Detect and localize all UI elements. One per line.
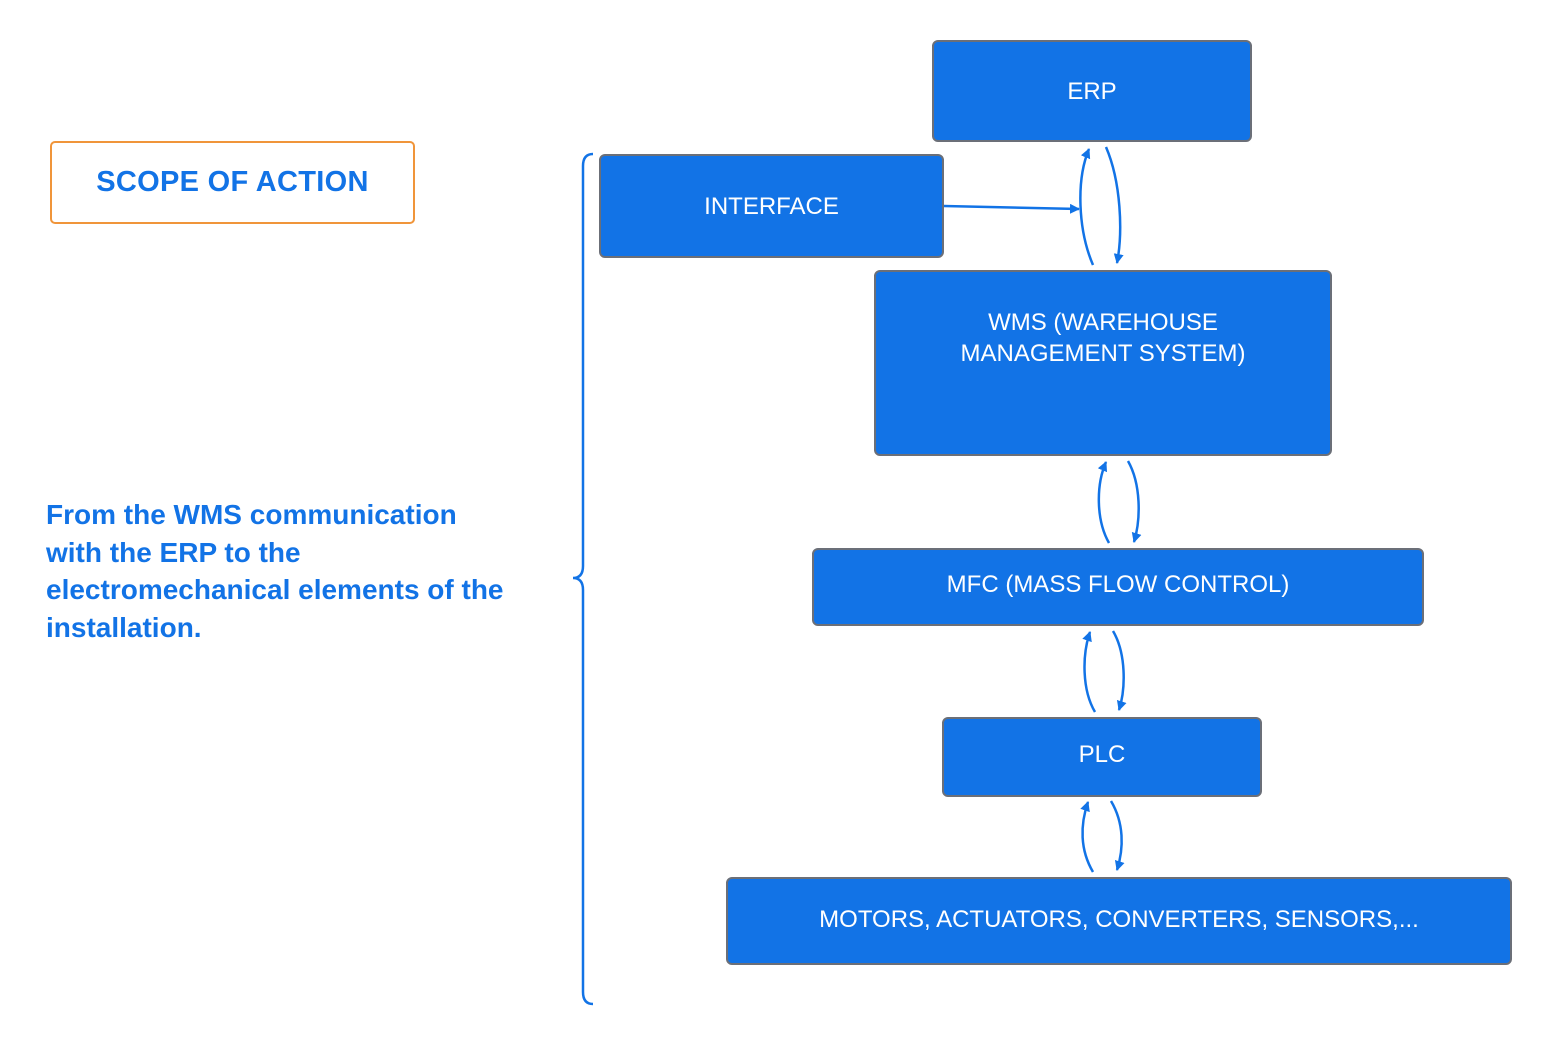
arrow-mfc-to-plc [1111,630,1127,711]
arrow-erp-to-wms [1104,146,1124,264]
node-mfc-label: MFC (MASS FLOW CONTROL) [946,570,1290,598]
node-wms-label: WMS (WAREHOUSE MANAGEMENT SYSTEM) [960,309,1246,367]
arrow-interface-to-erp [943,203,1080,214]
node-wms: WMS (WAREHOUSE MANAGEMENT SYSTEM) [874,270,1332,456]
scope-brace [572,152,594,1006]
node-field-devices: MOTORS, ACTUATORS, CONVERTERS, SENSORS,.… [726,877,1512,965]
scope-description: From the WMS communication with the ERP … [46,499,504,643]
node-interface: INTERFACE [599,154,944,258]
arrow-plc-to-field [1109,800,1125,871]
arrow-plc-to-mfc [1082,631,1097,713]
arrow-field-to-plc [1080,801,1095,873]
node-mfc: MFC (MASS FLOW CONTROL) [812,548,1424,626]
arrow-mfc-to-wms [1097,461,1111,544]
node-erp: ERP [932,40,1252,142]
node-plc: PLC [942,717,1262,797]
node-plc-label: PLC [1078,740,1126,768]
node-interface-label: INTERFACE [704,192,839,220]
node-erp-label: ERP [1067,77,1117,105]
node-field-devices-label: MOTORS, ACTUATORS, CONVERTERS, SENSORS,.… [819,905,1419,933]
arrow-wms-to-erp [1079,148,1095,266]
arrow-wms-to-mfc [1126,460,1142,543]
scope-of-action-label: SCOPE OF ACTION [50,141,415,224]
